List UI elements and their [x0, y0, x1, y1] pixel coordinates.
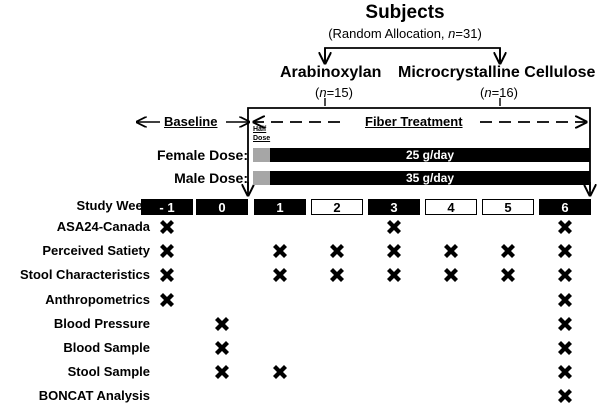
measure-label: Stool Sample — [67, 364, 150, 380]
x-mark-icon — [556, 218, 574, 236]
x-mark-icon — [328, 242, 346, 260]
x-mark-icon — [158, 291, 176, 309]
measure-label: Anthropometrics — [45, 291, 150, 307]
x-mark-icon — [271, 242, 289, 260]
allocation-prefix: (Random Allocation, — [328, 26, 449, 41]
x-mark-icon — [213, 315, 231, 333]
allocation-n: n — [448, 26, 456, 41]
x-mark-icon — [158, 218, 176, 236]
x-mark-icon — [271, 363, 289, 381]
diagram-title: Subjects — [365, 2, 445, 23]
group-cellulose: Microcrystalline Cellulose — [398, 64, 596, 81]
x-mark-icon — [271, 266, 289, 284]
male-dose-bar: 35 g/day — [253, 171, 590, 185]
x-mark-icon — [556, 339, 574, 357]
x-mark-icon — [442, 242, 460, 260]
x-mark-icon — [556, 387, 574, 405]
study-week-label: Study Week — [76, 198, 150, 213]
x-mark-icon — [213, 363, 231, 381]
x-mark-icon — [158, 266, 176, 284]
measure-label: Blood Pressure — [53, 315, 150, 331]
allocation-bracket — [324, 47, 501, 62]
x-mark-icon — [556, 363, 574, 381]
week-2: 1 — [254, 199, 306, 215]
measure-label: BONCAT Analysis — [38, 388, 150, 404]
week-4: 3 — [368, 199, 420, 215]
allocation-suffix: =31) — [455, 26, 482, 41]
measure-label: ASA24-Canada — [56, 219, 150, 234]
x-mark-icon — [556, 266, 574, 284]
x-mark-icon — [328, 266, 346, 284]
x-mark-icon — [556, 242, 574, 260]
x-mark-icon — [158, 242, 176, 260]
week-7: 6 — [539, 199, 591, 215]
week-0: - 1 — [141, 199, 193, 215]
x-mark-icon — [213, 339, 231, 357]
x-mark-icon — [385, 266, 403, 284]
half-dose-label: Half Dose — [253, 126, 271, 142]
group-arabinoxylan: Arabinoxylan — [280, 64, 382, 81]
female-half-dose — [253, 148, 270, 162]
x-mark-icon — [556, 315, 574, 333]
x-mark-icon — [499, 242, 517, 260]
measure-label: Stool Characteristics — [19, 267, 150, 283]
treatment-bracket — [247, 107, 591, 190]
male-half-dose — [253, 171, 270, 185]
week-6: 5 — [482, 199, 534, 215]
group-cellulose-n: (n=16) — [480, 85, 518, 100]
x-mark-icon — [442, 266, 460, 284]
measure-label: Perceived Satiety — [42, 243, 150, 259]
x-mark-icon — [385, 242, 403, 260]
female-dose-label: Female Dose: — [156, 147, 248, 163]
male-dose-label: Male Dose: — [174, 170, 248, 186]
week-5: 4 — [425, 199, 477, 215]
week-1: 0 — [196, 199, 248, 215]
x-mark-icon — [385, 218, 403, 236]
measure-label: Blood Sample — [63, 340, 150, 355]
phase-treatment: Fiber Treatment — [365, 114, 463, 129]
phase-baseline: Baseline — [164, 114, 218, 129]
group-arabinoxylan-n: (n=15) — [315, 85, 353, 100]
female-dose-bar: 25 g/day — [253, 148, 590, 162]
week-3: 2 — [311, 199, 363, 215]
male-full-dose: 35 g/day — [270, 171, 590, 185]
x-mark-icon — [556, 291, 574, 309]
x-mark-icon — [499, 266, 517, 284]
female-full-dose: 25 g/day — [270, 148, 590, 162]
allocation-note: (Random Allocation, n=31) — [0, 26, 600, 41]
